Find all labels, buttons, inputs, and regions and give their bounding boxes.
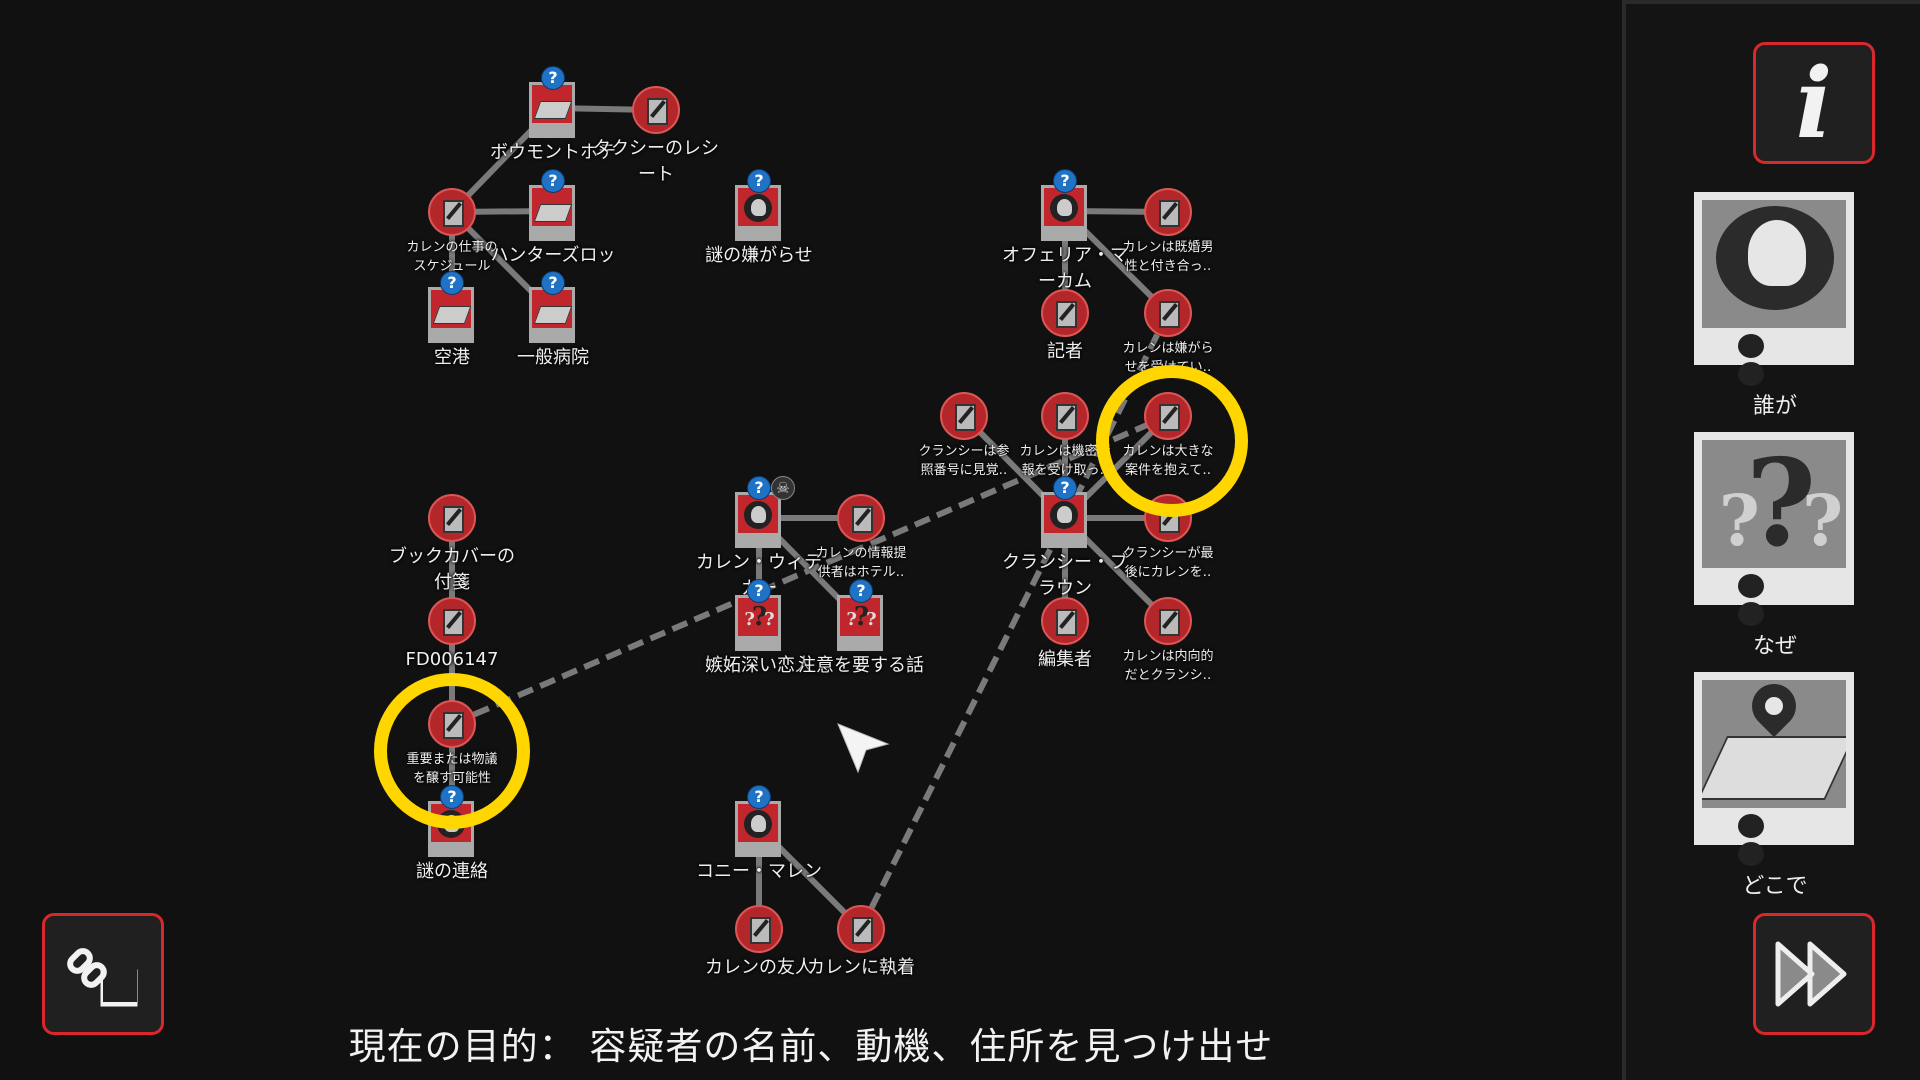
- skull-icon: ☠: [771, 476, 795, 500]
- fast-forward-button[interactable]: [1753, 913, 1875, 1035]
- note-pencil-icon[interactable]: [428, 597, 476, 645]
- clue-label: カレンの仕事のスケジュール: [406, 240, 498, 274]
- map-icon[interactable]: [428, 287, 474, 343]
- motive-question-icon[interactable]: ???: [735, 595, 781, 651]
- clue-label: コニー・マレン: [696, 861, 822, 882]
- clue-label: カレンは内向的だとクランシ‥: [1122, 649, 1214, 683]
- question-badge-icon: ?: [541, 271, 565, 295]
- question-marks-icon: ???: [1702, 440, 1846, 568]
- clue-label: オフェリア・マーカム: [1002, 245, 1128, 292]
- link-mode-button[interactable]: [42, 913, 164, 1035]
- info-icon: i: [1795, 47, 1833, 160]
- question-badge-icon: ?: [747, 476, 771, 500]
- where-card[interactable]: [1694, 672, 1854, 866]
- why-label: なぜ: [1752, 634, 1797, 659]
- clue-label: クランシー・ブラウン: [1002, 552, 1128, 599]
- note-pencil-icon[interactable]: [940, 392, 988, 440]
- clue-label: カレンは大きな案件を抱えて‥: [1122, 444, 1214, 478]
- clue-label: クランシーは参照番号に見覚‥: [918, 444, 1010, 478]
- note-pencil-icon[interactable]: [735, 905, 783, 953]
- clue-label: カレンは嫌がらせを受けてい‥: [1122, 341, 1214, 375]
- note-pencil-icon[interactable]: [1144, 597, 1192, 645]
- deduction-link: [858, 311, 1171, 931]
- fast-forward-icon: [1775, 941, 1847, 1007]
- question-badge-icon: ?: [747, 785, 771, 809]
- clue-label: 編集者: [1038, 649, 1092, 670]
- question-badge-icon: ?: [440, 271, 464, 295]
- clue-label: ブックカバーの付箋: [389, 546, 515, 593]
- question-badge-icon: ?: [541, 66, 565, 90]
- who-card[interactable]: [1694, 192, 1854, 386]
- note-pencil-icon[interactable]: [1144, 392, 1192, 440]
- map-icon[interactable]: [529, 287, 575, 343]
- clue-label: 記者: [1047, 341, 1083, 362]
- question-badge-icon: ?: [849, 579, 873, 603]
- question-badge-icon: ?: [1053, 476, 1077, 500]
- connection-lines: [449, 105, 1171, 932]
- clue-label: 重要または物議を醸す可能性: [406, 752, 498, 786]
- note-pencil-icon[interactable]: [428, 494, 476, 542]
- clue-label: タクシーのレシート: [593, 138, 719, 185]
- person-head-icon[interactable]: [428, 801, 474, 857]
- person-head-icon[interactable]: [735, 185, 781, 241]
- clue-label: 嫉妬深い恋人: [705, 655, 813, 676]
- clue-label: カレンの友人: [705, 957, 813, 978]
- clue-label: カレンは機密情報を受け取っ‥: [1019, 444, 1111, 478]
- note-pencil-icon[interactable]: [837, 494, 885, 542]
- note-pencil-icon[interactable]: [1041, 597, 1089, 645]
- note-pencil-icon[interactable]: [1144, 188, 1192, 236]
- clue-label: 注意を要する話: [798, 655, 924, 676]
- person-head-icon[interactable]: [1041, 185, 1087, 241]
- slot-dots: [1738, 814, 1810, 866]
- clue-label: FD006147: [405, 649, 499, 670]
- map-icon[interactable]: [529, 185, 575, 241]
- clue-label: 謎の嫌がらせ: [705, 245, 813, 266]
- clue-label: クランシーが最後にカレンを‥: [1122, 546, 1214, 580]
- question-badge-icon: ?: [541, 169, 565, 193]
- clue-label: カレンは既婚男性と付き合っ‥: [1122, 240, 1214, 274]
- clue-label: 空港: [434, 347, 470, 368]
- person-head-icon[interactable]: [1041, 492, 1087, 548]
- info-button[interactable]: i: [1753, 42, 1875, 164]
- current-objective: 現在の目的： 容疑者の名前、動機、住所を見つけ出せ: [348, 1025, 1274, 1068]
- person-head-icon: [1702, 200, 1846, 328]
- why-card[interactable]: ???: [1694, 432, 1854, 626]
- question-badge-icon: ?: [1053, 169, 1077, 193]
- note-pencil-icon[interactable]: [837, 905, 885, 953]
- map-pin-icon: [1702, 680, 1846, 808]
- question-badge-icon: ?: [747, 169, 771, 193]
- note-pencil-icon[interactable]: [428, 700, 476, 748]
- deduction-board[interactable]: ?ボウモントホテルタクシーのレシートカレンの仕事のスケジュール?ハンターズロッジ…: [0, 0, 1622, 1080]
- question-badge-icon: ?: [747, 579, 771, 603]
- note-pencil-icon[interactable]: [1144, 494, 1192, 542]
- cursor-arrow-icon: [837, 723, 890, 774]
- clue-label: 一般病院: [517, 347, 589, 368]
- slot-dots: [1738, 334, 1810, 386]
- clue-label: カレンの情報提供者はホテル‥: [815, 546, 907, 580]
- note-pencil-icon[interactable]: [1041, 289, 1089, 337]
- note-pencil-icon[interactable]: [428, 188, 476, 236]
- where-label: どこで: [1742, 874, 1808, 899]
- person-head-icon[interactable]: [735, 492, 781, 548]
- clue-label: カレンに執着: [807, 957, 915, 978]
- deduction-link: [450, 413, 1170, 727]
- map-icon[interactable]: [529, 82, 575, 138]
- question-badge-icon: ?: [440, 785, 464, 809]
- note-pencil-icon[interactable]: [1144, 289, 1192, 337]
- who-label: 誰が: [1752, 394, 1797, 419]
- link-icon: [67, 948, 141, 1010]
- clue-label: 謎の連絡: [416, 861, 488, 882]
- note-pencil-icon[interactable]: [632, 86, 680, 134]
- side-panel: i 誰が ??? なぜ どこで: [1622, 0, 1920, 1080]
- note-pencil-icon[interactable]: [1041, 392, 1089, 440]
- person-head-icon[interactable]: [735, 801, 781, 857]
- motive-question-icon[interactable]: ???: [837, 595, 883, 651]
- slot-dots: [1738, 574, 1810, 626]
